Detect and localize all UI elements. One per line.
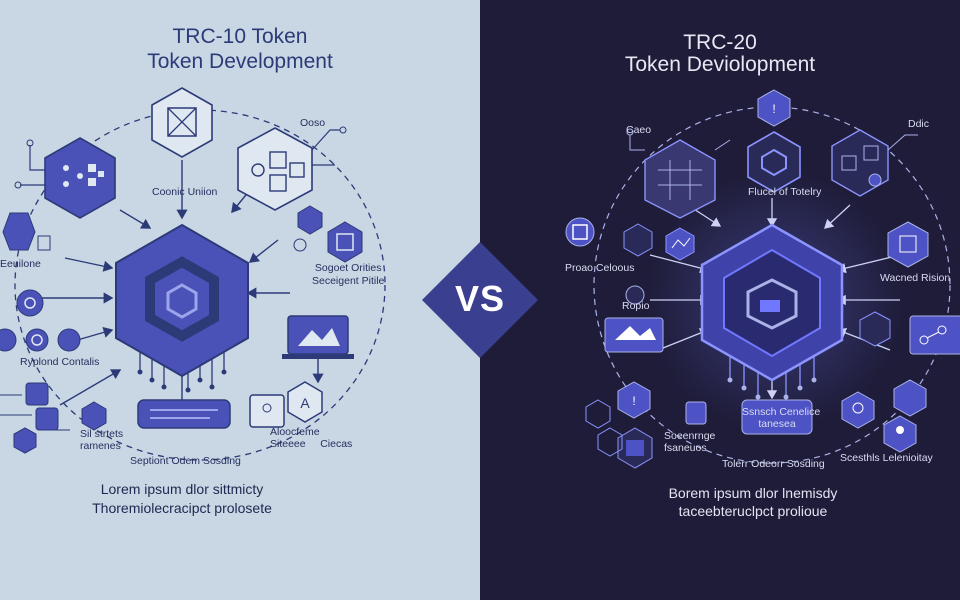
- caption-bottom-right: Scesthls Lelenioitay: [840, 452, 933, 464]
- caption-bottom-center: Tolerr Odeorr Sosding: [722, 458, 825, 470]
- trc10-diagram: A: [0, 87, 386, 461]
- left-side-icons: [0, 212, 81, 352]
- chip-icon: [137, 399, 231, 429]
- trc20-panel: !: [480, 0, 960, 600]
- trc10-body-line2: Thoremiolecracipct prolosete: [92, 500, 272, 516]
- trc20-title: TRC-20: [683, 31, 757, 54]
- caption-left-low: Ryplond Contalis: [20, 356, 100, 368]
- caption-left-low: Ropio: [622, 300, 650, 312]
- caption-bottom-center: Septiont Odem Sosding: [130, 455, 241, 467]
- search-badge-icon: [741, 399, 813, 435]
- connector-arrows: [40, 160, 324, 406]
- bottom-left-icons: [0, 382, 107, 454]
- trc10-body-line1: Lorem ipsum dlor sittmicty: [100, 481, 264, 497]
- caption-left-mid: Proao Celoous: [565, 262, 635, 274]
- vs-label: VS: [454, 278, 506, 319]
- alert-hex-icon: !: [747, 89, 801, 193]
- caption-top-right: Ddic: [908, 118, 930, 130]
- token-core-icon: [115, 223, 249, 393]
- cube-hex-icon: [293, 205, 363, 263]
- caption-center-top: Flucel of Totelry: [748, 186, 822, 198]
- trc20-diagram: !: [565, 89, 960, 469]
- svg-text:A: A: [300, 395, 310, 411]
- caption-bottom-right: Aloocfeme Siteeee Ciecas: [270, 426, 353, 450]
- caption-bottom-mid: Ssnsch Cenelice tanesea: [742, 406, 821, 430]
- top-hex-icon: [151, 87, 213, 158]
- right-side-icons: [859, 221, 960, 355]
- trc10-title: TRC-10 Token: [172, 25, 308, 48]
- svg-text:!: !: [772, 102, 775, 116]
- svg-text:!: !: [632, 394, 635, 408]
- trc10-panel: A TRC-10 Token Token Development Ooso Co…: [0, 0, 480, 600]
- trc20-body-line2: taceebteruclpct prolioue: [678, 503, 828, 519]
- caption-center-top: Coonic Uniion: [152, 186, 218, 198]
- network-hex-icon: [237, 126, 347, 211]
- token-core-icon: [700, 223, 844, 400]
- bottom-left-icons: !: [585, 381, 707, 469]
- caption-right-mid: Sogoet Orities Seceigent Pitile: [312, 262, 385, 287]
- caption-bottom-left: Soeenrnge fsaneuos: [664, 430, 716, 454]
- network-cluster-icon: [831, 129, 918, 197]
- trc20-body-line1: Borem ipsum dlor lnemisdy: [668, 485, 838, 501]
- vs-diamond-badge: [422, 242, 538, 358]
- monitor-icon: [282, 315, 354, 359]
- caption-bottom-left: Sil strtets ramenes: [80, 428, 124, 452]
- trc10-subtitle: Token Development: [147, 50, 333, 73]
- caption-top-left: Caeo: [626, 124, 652, 136]
- circuit-hex-icon: [14, 137, 116, 219]
- bottom-right-icons: [841, 379, 927, 453]
- left-side-icons: [565, 217, 695, 353]
- bottom-right-icons: A: [249, 381, 323, 428]
- trc20-subtitle: Token Deviolopment: [624, 53, 816, 76]
- circuit-cube-icon: [626, 128, 731, 219]
- caption-left-mid: Eeuilone: [0, 258, 41, 270]
- caption-right-mid: Wacned Rision: [880, 272, 951, 284]
- caption-top-right: Ooso: [300, 117, 326, 129]
